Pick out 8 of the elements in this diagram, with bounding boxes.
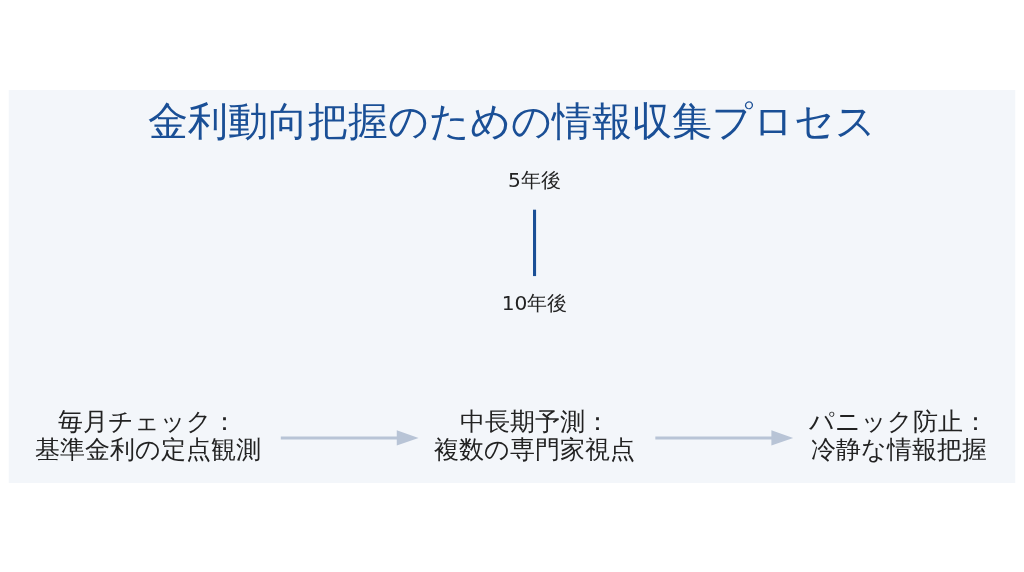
node-text: 中長期予測： 複数の専門家視点 (434, 406, 636, 464)
node-text: 毎月チェック： 基準金利の定点観測 (34, 406, 261, 464)
label: 10年後 (501, 290, 568, 315)
arrow (280, 429, 419, 446)
diagram-title: 金利動向把握のための情報収集プロセス (148, 97, 876, 145)
label: 5年後 (508, 167, 561, 192)
arrow (655, 429, 794, 446)
node-text: パニック防止： 冷静な情報把握 (809, 406, 989, 464)
